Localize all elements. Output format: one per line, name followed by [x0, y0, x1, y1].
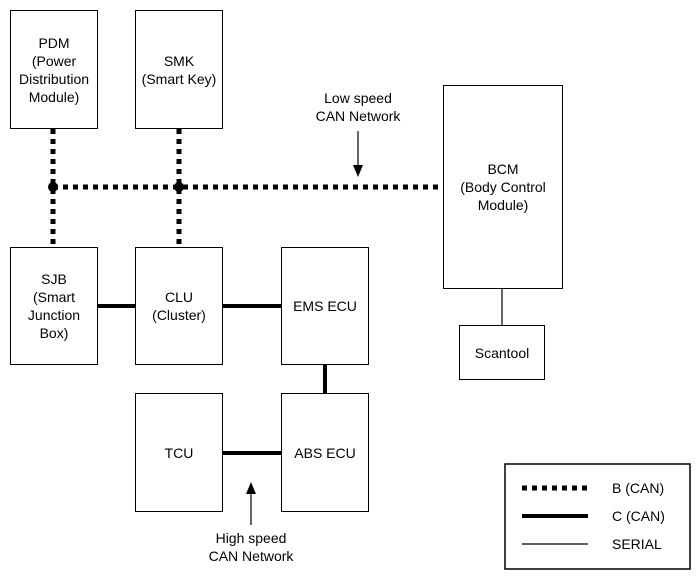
tcu-label: TCU — [164, 444, 194, 461]
sjb-label: SJB (Smart Junction Box) — [27, 271, 81, 341]
b-can-junction-smk — [174, 182, 184, 192]
tcu-module: TCU — [135, 393, 223, 512]
abs-ecu-label: ABS ECU — [294, 444, 356, 461]
legend-b-can-label: B (CAN) — [612, 480, 665, 496]
high-speed-can-note: High speed CAN Network — [208, 530, 294, 564]
bcm-label: BCM (Body Control Module) — [460, 161, 546, 213]
ems-ecu-module: EMS ECU — [281, 247, 369, 365]
legend-frame — [504, 463, 691, 570]
sjb-module: SJB (Smart Junction Box) — [10, 247, 98, 365]
low-speed-can-note: Low speed CAN Network — [315, 90, 401, 124]
clu-module: CLU (Cluster) — [135, 247, 223, 365]
clu-label: CLU (Cluster) — [152, 289, 206, 323]
ems-ecu-label: EMS ECU — [293, 298, 357, 314]
pdm-module: PDM (Power Distribution Module) — [10, 10, 98, 129]
bcm-module: BCM (Body Control Module) — [443, 85, 563, 289]
legend-c-can-label: C (CAN) — [612, 508, 665, 524]
high-speed-arrow-icon — [246, 482, 256, 525]
abs-ecu-module: ABS ECU — [281, 393, 369, 512]
b-can-junction-pdm — [48, 182, 58, 192]
low-speed-arrow-icon — [353, 131, 363, 177]
scantool-module: Scantool — [459, 325, 545, 380]
legend-serial-label: SERIAL — [612, 536, 662, 552]
scantool-label: Scantool — [474, 344, 530, 361]
smk-module: SMK (Smart Key) — [135, 10, 223, 129]
pdm-label: PDM (Power Distribution Module) — [18, 34, 90, 105]
smk-label: SMK (Smart Key) — [141, 52, 217, 87]
